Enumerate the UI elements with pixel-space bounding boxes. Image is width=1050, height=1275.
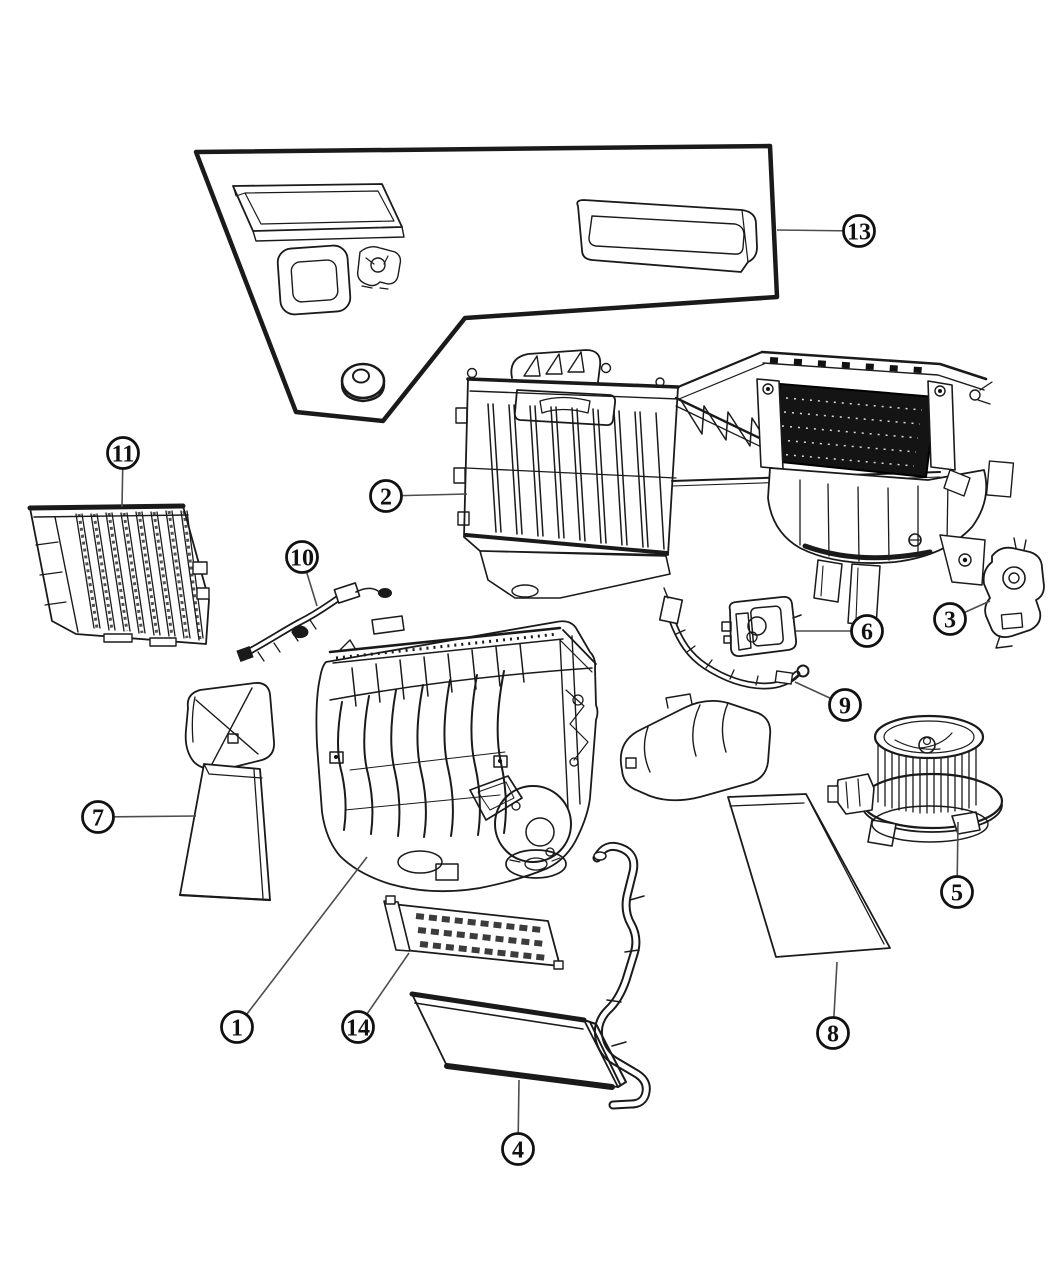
silencer-panel-13: [193, 143, 780, 424]
blower-wheel: [873, 714, 985, 814]
intake-housing-assembly-2: [453, 349, 1015, 627]
callout-1-number: 1: [231, 1016, 243, 1042]
callouts: 1 2 3 4 5 6 7 8: [81, 214, 974, 1166]
callout-2-hotspot[interactable]: 2: [369, 479, 403, 513]
callout-13-number: 13: [847, 220, 871, 246]
rear-duct-8: [619, 693, 891, 958]
callout-9-hotspot[interactable]: 9: [828, 688, 862, 722]
defroster-slot: [232, 183, 405, 242]
glovebox-vent: [576, 199, 758, 273]
callout-2-number: 2: [380, 485, 392, 511]
callout-10-number: 10: [290, 546, 314, 572]
clip-bracket: [356, 245, 402, 290]
callout-13-hotspot[interactable]: 13: [842, 214, 876, 248]
blower-scroll: [767, 467, 988, 564]
floor-duct-7: [178, 682, 275, 902]
callout-8-number: 8: [827, 1022, 839, 1048]
truss-braces: [681, 401, 773, 451]
temperature-probe-10: [236, 582, 392, 663]
mode-door-actuator-3: [982, 537, 1045, 649]
callout-3-number: 3: [944, 608, 956, 634]
callout-14-hotspot[interactable]: 14: [341, 1010, 375, 1044]
callout-9-number: 9: [839, 694, 851, 720]
callout-4-hotspot[interactable]: 4: [501, 1132, 535, 1166]
callout-6-number: 6: [861, 620, 873, 646]
callout-1-hotspot[interactable]: 1: [220, 1010, 254, 1044]
air-inlet-screen: [769, 382, 938, 479]
callout-4-number: 4: [512, 1138, 524, 1164]
callout-11-number: 11: [112, 442, 135, 468]
heater-core-14: [383, 895, 564, 970]
center-vent: [276, 244, 352, 316]
callout-5-hotspot[interactable]: 5: [940, 875, 974, 909]
evaporator-4: [409, 841, 651, 1110]
suction-line: [592, 841, 651, 1110]
filter-pleats: [75, 510, 204, 641]
callout-6-hotspot[interactable]: 6: [850, 614, 884, 648]
blower-motor-5: [827, 714, 1004, 847]
callout-3-hotspot[interactable]: 3: [933, 602, 967, 636]
wiring-harness-9: [658, 587, 810, 690]
callout-10-hotspot[interactable]: 10: [285, 540, 319, 574]
callout-7-number: 7: [92, 806, 104, 832]
callout-7-hotspot[interactable]: 7: [81, 800, 115, 834]
core-fins: [415, 913, 548, 961]
blower-resistor-6: [721, 595, 802, 658]
door-window: [513, 389, 617, 427]
cabin-air-filter-11: [27, 503, 210, 647]
callout-8-hotspot[interactable]: 8: [816, 1016, 850, 1050]
callout-11-hotspot[interactable]: 11: [106, 436, 140, 470]
grommet: [340, 362, 386, 403]
callout-5-number: 5: [951, 881, 963, 907]
top-seal-cap: [510, 349, 602, 383]
heater-distribution-housing-1: [315, 615, 599, 893]
callout-14-number: 14: [346, 1016, 370, 1042]
